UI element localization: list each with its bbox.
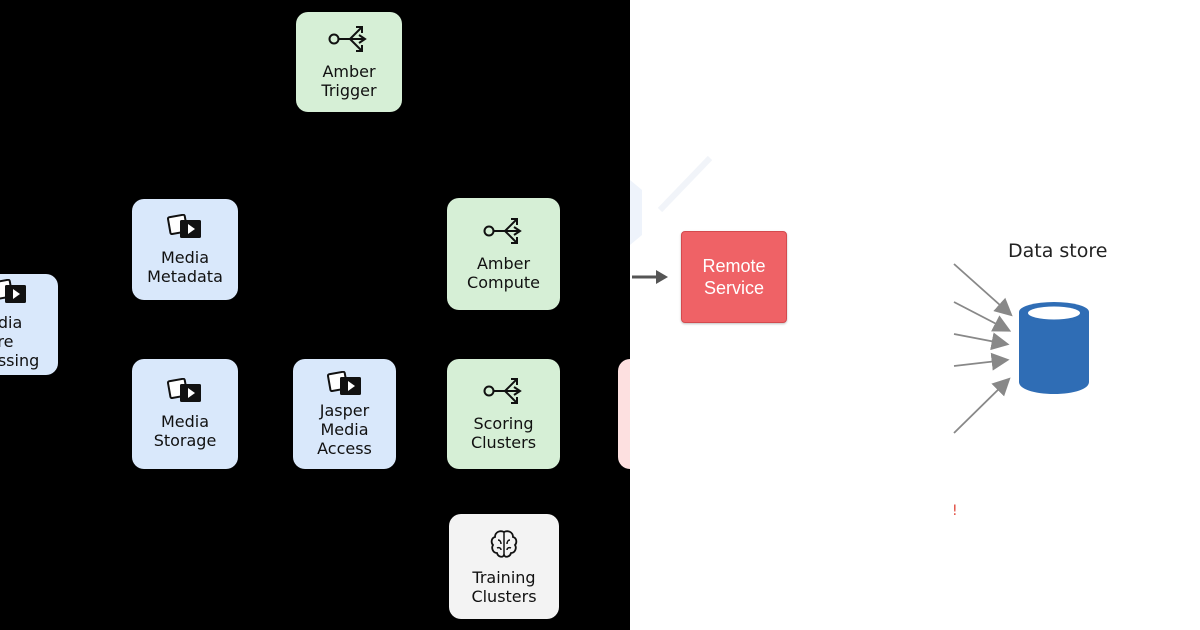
share-fork-icon bbox=[483, 378, 522, 404]
node-label: Jasper Media Access bbox=[317, 400, 372, 458]
media-play-icon bbox=[0, 279, 26, 303]
node-scoring-clusters: Scoring Clusters bbox=[447, 359, 560, 469]
share-fork-icon bbox=[328, 26, 367, 52]
node-jasper-media-access: Jasper Media Access bbox=[293, 359, 396, 469]
incoming-arrows bbox=[953, 263, 1013, 434]
arrow-right-icon bbox=[632, 270, 668, 284]
node-label: Amber Compute bbox=[467, 254, 540, 292]
media-play-icon bbox=[167, 378, 201, 402]
media-play-icon bbox=[326, 370, 361, 395]
brain-icon bbox=[490, 529, 518, 558]
node-label: Amber Trigger bbox=[321, 62, 377, 100]
database-cylinder-icon bbox=[1019, 302, 1089, 394]
node-media-storage: Media Storage bbox=[132, 359, 238, 469]
node-amber-compute: Amber Compute bbox=[447, 198, 560, 310]
data-store-title: Data store bbox=[1008, 240, 1108, 262]
node-label: Media Metadata bbox=[147, 247, 223, 286]
node-partial-pink bbox=[618, 359, 630, 469]
red-mark: ! bbox=[952, 503, 958, 519]
architecture-diagram-left: Amber Trigger Media Metadata Amber Compu… bbox=[0, 0, 630, 630]
node-training-clusters: Training Clusters bbox=[449, 514, 559, 619]
node-label: Media Storage bbox=[153, 412, 217, 450]
faint-arrow-artifact bbox=[630, 155, 713, 245]
node-label: Scoring Clusters bbox=[470, 414, 537, 452]
node-media-metadata: Media Metadata bbox=[132, 199, 238, 300]
node-amber-trigger: Amber Trigger bbox=[296, 12, 402, 112]
share-fork-icon bbox=[483, 218, 522, 244]
remote-service-box: Remote Service bbox=[681, 231, 787, 323]
media-play-icon bbox=[167, 213, 201, 238]
remote-data-store-diagram: Remote Service Data store ! bbox=[630, 0, 1200, 630]
node-label: Training Clusters bbox=[471, 567, 537, 606]
